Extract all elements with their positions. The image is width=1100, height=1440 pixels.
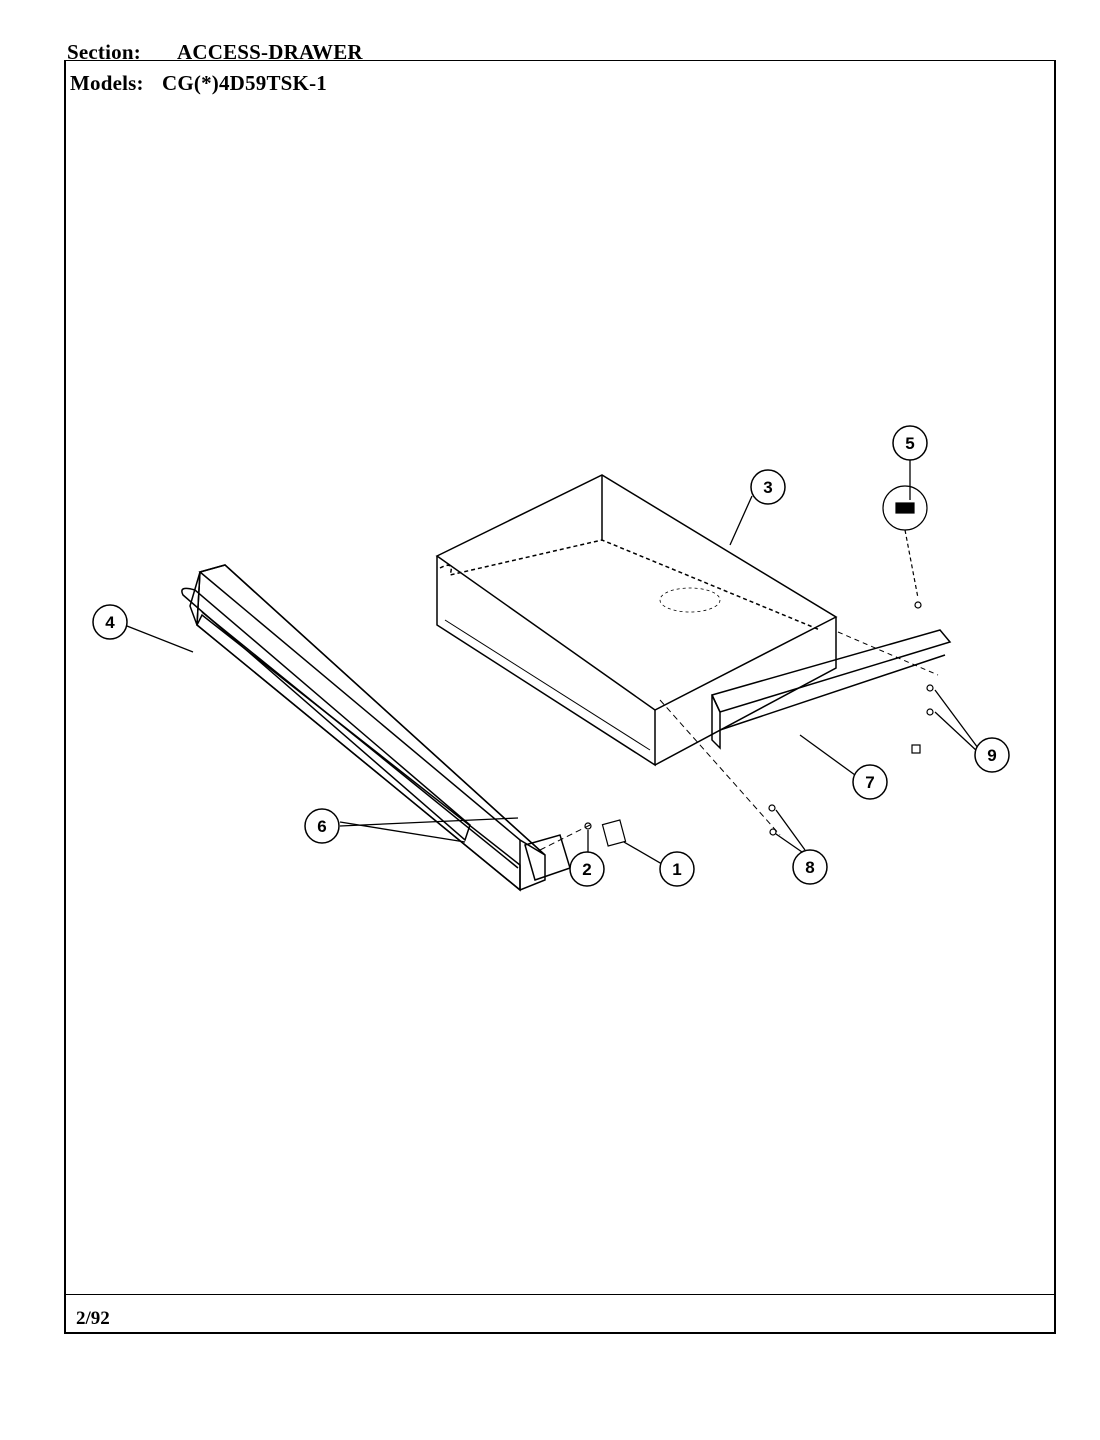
svg-text:6: 6 [317,817,326,836]
drawer-rail-part [710,629,952,750]
svg-text:7: 7 [865,773,874,792]
callout-7: 7 [852,764,888,800]
svg-text:9: 9 [987,746,996,765]
svg-text:8: 8 [805,858,814,877]
svg-text:2: 2 [582,860,591,879]
callout-3: 3 [750,469,786,505]
callout-9: 9 [974,737,1010,773]
models-value: CG(*)4D59TSK-1 [162,71,327,95]
svg-text:1: 1 [672,860,681,879]
drawer-front-part [181,564,571,892]
svg-text:5: 5 [905,434,914,453]
callout-2: 2 [569,851,605,887]
leader-lines [126,460,979,865]
callout-5: 5 [892,425,928,461]
drawer-box-part [435,474,838,767]
callout-6: 6 [304,808,340,844]
diagram-frame [64,60,1056,1334]
models-label: Models: [70,71,144,95]
section-label: Section: [67,40,141,64]
svg-text:3: 3 [763,478,772,497]
callout-1: 1 [659,851,695,887]
svg-text:4: 4 [105,613,115,632]
small-hardware-parts [539,485,934,851]
callout-4: 4 [92,604,128,640]
footer-divider [64,1294,1056,1295]
callout-8: 8 [792,849,828,885]
section-title: ACCESS-DRAWER [177,40,363,64]
footer-date: 2/92 [76,1308,110,1329]
